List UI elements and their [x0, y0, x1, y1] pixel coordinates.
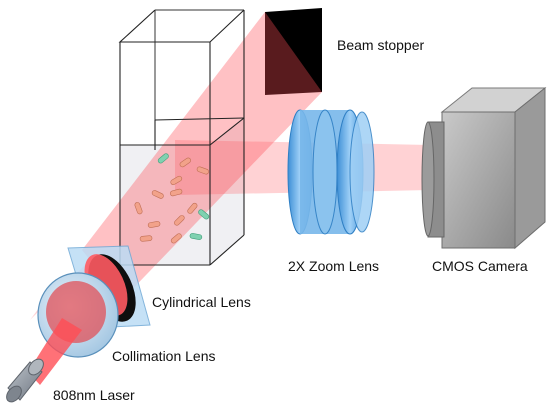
sample-cuvette	[118, 9, 245, 266]
particle	[189, 233, 203, 240]
cmos-camera	[421, 86, 547, 250]
particle	[134, 202, 143, 215]
label-collimation-lens: Collimation Lens	[112, 348, 216, 364]
particle	[151, 190, 164, 199]
label-beam-stopper: Beam stopper	[337, 37, 424, 53]
particle	[147, 221, 161, 228]
particle	[157, 153, 169, 164]
laser-source	[6, 358, 44, 403]
particle	[170, 175, 183, 185]
particles	[134, 153, 210, 244]
particle	[198, 209, 210, 220]
label-laser: 808nm Laser	[53, 387, 135, 403]
particle	[139, 235, 153, 242]
label-cylindrical-lens: Cylindrical Lens	[152, 294, 251, 310]
label-cmos-camera: CMOS Camera	[432, 258, 528, 274]
label-zoom-lens: 2X Zoom Lens	[288, 258, 379, 274]
particle	[196, 166, 209, 175]
particle	[187, 202, 198, 214]
zoom-lens	[287, 109, 375, 235]
particle	[174, 215, 185, 226]
particle	[169, 188, 183, 197]
beam-stopper	[265, 8, 322, 95]
particle	[179, 157, 191, 168]
particle	[170, 233, 182, 244]
